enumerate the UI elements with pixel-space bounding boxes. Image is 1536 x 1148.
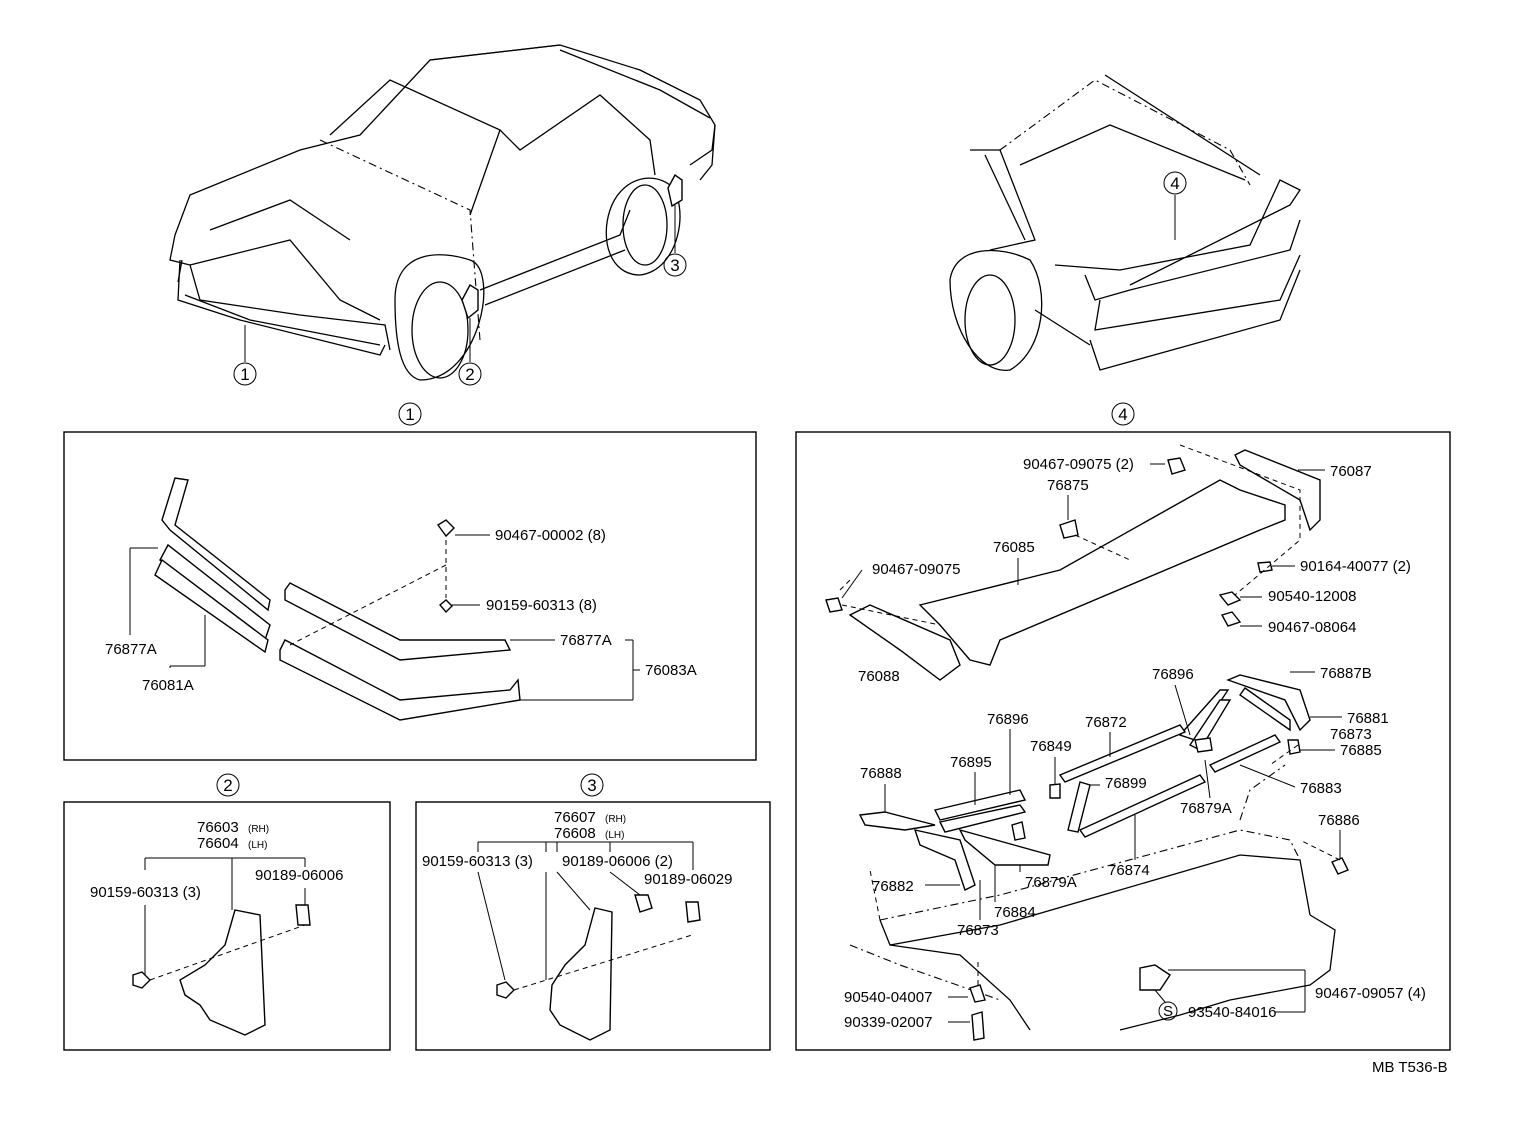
svg-text:3: 3 xyxy=(587,776,596,795)
svg-text:76883: 76883 xyxy=(1300,780,1342,797)
svg-text:76873: 76873 xyxy=(1330,726,1372,743)
svg-text:2: 2 xyxy=(223,776,232,795)
callout-3-car: 3 xyxy=(663,253,687,277)
svg-text:1: 1 xyxy=(240,365,249,384)
svg-text:90467-09075 (2): 90467-09075 (2) xyxy=(1023,456,1134,473)
panel-2-header: 2 xyxy=(216,773,240,797)
svg-text:90159-60313 (3): 90159-60313 (3) xyxy=(422,853,533,870)
svg-text:(RH): (RH) xyxy=(248,824,269,835)
svg-text:76877A: 76877A xyxy=(560,632,612,649)
panel-3-labels: 76607 (RH) 76608 (LH) 90159-60313 (3) 90… xyxy=(422,809,732,981)
svg-text:(RH): (RH) xyxy=(605,814,626,825)
svg-text:76875: 76875 xyxy=(1047,477,1089,494)
svg-text:76882: 76882 xyxy=(872,878,914,895)
svg-text:90164-40077 (2): 90164-40077 (2) xyxy=(1300,558,1411,575)
svg-text:90540-04007: 90540-04007 xyxy=(844,989,932,1006)
panel-1-header: 1 xyxy=(398,402,422,426)
svg-text:90159-60313 (8): 90159-60313 (8) xyxy=(486,597,597,614)
svg-text:3: 3 xyxy=(670,256,679,275)
svg-text:76607: 76607 xyxy=(554,809,596,826)
callout-4-car: 4 xyxy=(1163,171,1187,195)
panel-4-header: 4 xyxy=(1111,402,1135,426)
svg-text:76087: 76087 xyxy=(1330,463,1372,480)
svg-text:76081A: 76081A xyxy=(142,677,194,694)
svg-text:90467-09057 (4): 90467-09057 (4) xyxy=(1315,985,1426,1002)
svg-text:76873: 76873 xyxy=(957,922,999,939)
svg-text:76885: 76885 xyxy=(1340,742,1382,759)
panel-2-labels: 76603 (RH) 76604 (LH) 90159-60313 (3) 90… xyxy=(90,819,343,975)
svg-text:4: 4 xyxy=(1118,405,1127,424)
panel-1-labels: 90467-00002 (8) 90159-60313 (8) 76877A 7… xyxy=(105,527,697,701)
svg-text:76879A: 76879A xyxy=(1025,874,1077,891)
svg-text:90189-06029: 90189-06029 xyxy=(644,871,732,888)
svg-text:(LH): (LH) xyxy=(248,840,267,851)
svg-text:76877A: 76877A xyxy=(105,641,157,658)
svg-text:90189-06006 (2): 90189-06006 (2) xyxy=(562,853,673,870)
svg-text:76879A: 76879A xyxy=(1180,800,1232,817)
svg-text:93540-84016: 93540-84016 xyxy=(1188,1004,1276,1021)
svg-text:2: 2 xyxy=(465,365,474,384)
panel-2-parts xyxy=(132,904,311,1036)
svg-text:76881: 76881 xyxy=(1347,710,1389,727)
svg-text:76884: 76884 xyxy=(994,904,1036,921)
panel-4-parts xyxy=(825,444,1349,1041)
svg-text:76895: 76895 xyxy=(950,754,992,771)
panel-3-header: 3 xyxy=(580,773,604,797)
svg-text:76896: 76896 xyxy=(987,711,1029,728)
svg-text:(LH): (LH) xyxy=(605,830,624,841)
svg-text:S: S xyxy=(1163,1003,1173,1020)
panel-4-labels: 90467-09075 (2) 76087 76875 76085 90467-… xyxy=(841,456,1426,1031)
rear-car-illustration xyxy=(949,74,1301,371)
svg-text:76083A: 76083A xyxy=(645,662,697,679)
svg-text:76849: 76849 xyxy=(1030,738,1072,755)
panel-3-parts xyxy=(496,894,701,1041)
svg-text:76604: 76604 xyxy=(197,835,239,852)
panel-3-frame xyxy=(415,801,771,1051)
svg-text:76874: 76874 xyxy=(1108,862,1150,879)
panel-1-parts xyxy=(154,477,521,721)
svg-text:76872: 76872 xyxy=(1085,714,1127,731)
panel-1-frame xyxy=(63,431,757,761)
svg-text:90159-60313 (3): 90159-60313 (3) xyxy=(90,884,201,901)
svg-text:76608: 76608 xyxy=(554,825,596,842)
front-car-illustration xyxy=(169,44,716,381)
svg-text:90467-09075: 90467-09075 xyxy=(872,561,960,578)
svg-text:90339-02007: 90339-02007 xyxy=(844,1014,932,1031)
svg-text:76896: 76896 xyxy=(1152,666,1194,683)
svg-text:76085: 76085 xyxy=(993,539,1035,556)
svg-text:1: 1 xyxy=(405,405,414,424)
svg-text:90540-12008: 90540-12008 xyxy=(1268,588,1356,605)
svg-text:76888: 76888 xyxy=(860,765,902,782)
svg-text:76887B: 76887B xyxy=(1320,665,1372,682)
diagram-code: MB T536-B xyxy=(1372,1059,1448,1076)
svg-text:76603: 76603 xyxy=(197,819,239,836)
svg-text:76886: 76886 xyxy=(1318,812,1360,829)
panel-2-frame xyxy=(63,801,391,1051)
panel-4-frame xyxy=(795,431,1451,1051)
svg-text:90467-00002 (8): 90467-00002 (8) xyxy=(495,527,606,544)
callout-2-car: 2 xyxy=(458,362,482,386)
svg-text:4: 4 xyxy=(1170,174,1179,193)
svg-text:90467-08064: 90467-08064 xyxy=(1268,619,1356,636)
callout-1-car: 1 xyxy=(233,362,257,386)
svg-text:90189-06006: 90189-06006 xyxy=(255,867,343,884)
svg-text:76899: 76899 xyxy=(1105,775,1147,792)
svg-text:76088: 76088 xyxy=(858,668,900,685)
